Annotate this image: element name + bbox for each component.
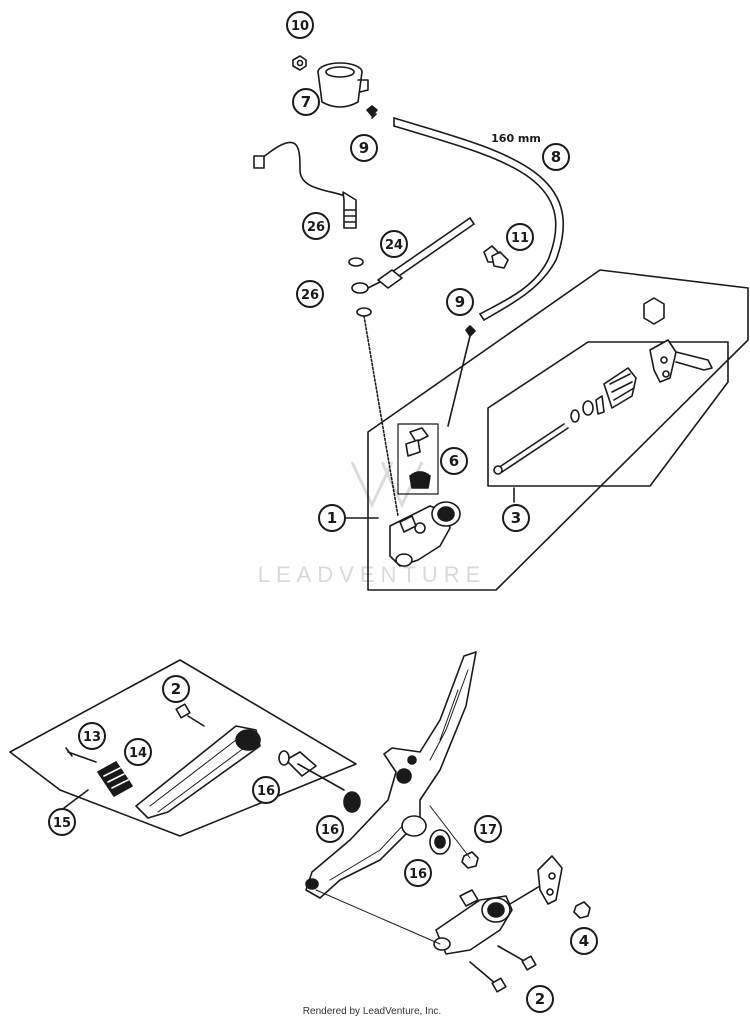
- callout-bubble: [252, 776, 280, 804]
- connector-parts: [397, 423, 439, 495]
- callout-number: 2: [535, 990, 545, 1008]
- boot-part: [603, 367, 637, 409]
- brake-pedal-part: [305, 651, 477, 899]
- master-cylinder-part: [389, 501, 461, 567]
- nut-part: [573, 901, 591, 919]
- bolt-part: [175, 703, 205, 727]
- watermark-text: LEADVENTURE: [258, 562, 487, 587]
- washer-part: [348, 257, 364, 267]
- callout-number: 9: [455, 293, 465, 311]
- hose-clamp-part: [366, 105, 378, 119]
- callout-bubble: [380, 230, 408, 258]
- bushing-part: [343, 791, 361, 813]
- clevis-part: [649, 339, 713, 383]
- callout-number: 15: [53, 816, 71, 831]
- callout-number: 2: [171, 680, 181, 698]
- callout-bubble: [502, 504, 530, 532]
- callout-number: 14: [129, 746, 147, 761]
- reservoir-part: [317, 62, 369, 108]
- callout-bubble: [404, 859, 432, 887]
- callout-number: 7: [301, 93, 311, 111]
- callout-bubble: [474, 815, 502, 843]
- callout-bubble: [446, 288, 474, 316]
- nut-part: [643, 297, 665, 325]
- seal-part: [570, 395, 605, 423]
- callout-bubble: [302, 212, 330, 240]
- screw-part: [292, 55, 307, 71]
- washer-part: [356, 307, 372, 317]
- callout-number: 6: [449, 452, 459, 470]
- callout-number: 4: [579, 932, 589, 950]
- footrest-plate-part: [135, 725, 261, 819]
- master-cylinder-group-frame: [367, 269, 749, 591]
- credit-text: Rendered by LeadVenture, Inc.: [303, 1006, 441, 1017]
- callout-number: 11: [511, 231, 529, 246]
- callout-number: 16: [409, 867, 427, 882]
- callout-bubble: [350, 134, 378, 162]
- callout-bubble: [506, 223, 534, 251]
- callout-number: 26: [301, 288, 319, 303]
- callout-bubble: [124, 738, 152, 766]
- watermark: LEADVENTURE: [258, 461, 487, 587]
- callout-bubble: [570, 927, 598, 955]
- callout-number: 8: [551, 148, 561, 166]
- piston-kit-group-frame: [487, 341, 729, 487]
- pressure-switch-wire-part: [253, 141, 357, 229]
- nut-part: [461, 851, 479, 869]
- callout-bubble: [526, 985, 554, 1013]
- callout-number: 16: [257, 784, 275, 799]
- callout-number: 3: [511, 509, 521, 527]
- screw-part: [65, 747, 97, 763]
- pivot-bolt-part: [278, 750, 345, 791]
- callout-bubble: [542, 143, 570, 171]
- clevis-part: [537, 855, 563, 905]
- hose-part: [393, 117, 564, 321]
- clamp-part: [483, 245, 509, 269]
- callout-bubble: [292, 88, 320, 116]
- callout-bubble: [440, 447, 468, 475]
- callout-number: 13: [83, 730, 101, 745]
- callout-number: 26: [307, 220, 325, 235]
- callout-bubble: [318, 504, 346, 532]
- brake-line-part: [351, 217, 475, 294]
- bolt-part: [497, 945, 537, 971]
- callout-number: 17: [479, 823, 497, 838]
- hose-clamp-part: [465, 325, 476, 337]
- callout-number: 1: [327, 509, 337, 527]
- callout-bubble: [162, 675, 190, 703]
- callout-bubble: [48, 808, 76, 836]
- hose-length-label: 160 mm: [491, 132, 541, 145]
- callout-number: 24: [385, 238, 403, 253]
- callout-bubble: [296, 280, 324, 308]
- callout-bubble: [286, 11, 314, 39]
- callout-bubble: [78, 722, 106, 750]
- callout-number: 16: [321, 823, 339, 838]
- callout-number: 10: [291, 19, 309, 34]
- callout-bubble: [316, 815, 344, 843]
- callout-number: 9: [359, 139, 369, 157]
- push-rod-part: [493, 423, 569, 475]
- rubber-pad-part: [97, 761, 133, 797]
- master-cylinder-part: [433, 885, 541, 955]
- bolt-part: [469, 961, 507, 993]
